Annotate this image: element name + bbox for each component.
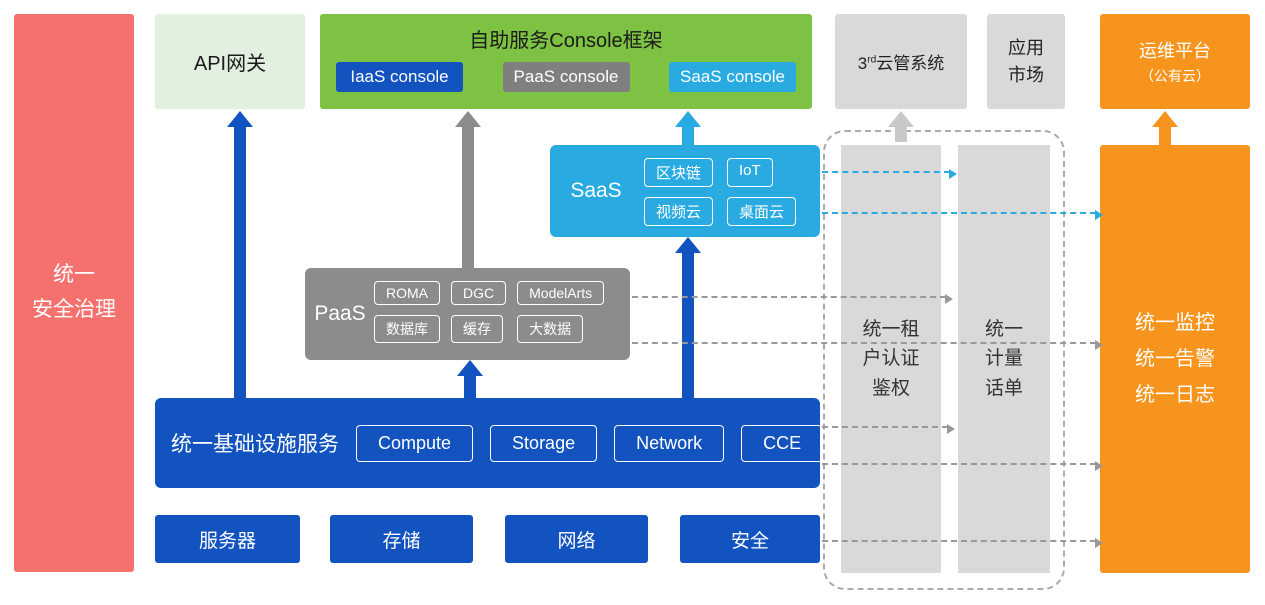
- saas-console-button: SaaS console: [669, 62, 796, 92]
- paas-chip-roma: ROMA: [374, 281, 440, 305]
- iaas-chip-network: Network: [614, 424, 725, 462]
- saas-chip-desktop-cloud: 桌面云: [727, 197, 797, 226]
- iaas-layer-label: 统一基础设施服务: [171, 433, 339, 456]
- connector-saas-to-tenant-auth: [822, 169, 957, 179]
- security-governance-label: 统一 安全治理: [32, 263, 116, 321]
- paas-console-button: PaaS console: [502, 62, 630, 92]
- foundation-security-box: 安全: [680, 515, 820, 563]
- third-party-cloud-label: 3rd云管系统: [857, 54, 945, 73]
- security-governance-bar: 统一 安全治理: [14, 14, 134, 572]
- connector-iaas-to-monitor: [822, 461, 1103, 471]
- paas-services-grid: ROMA DGC ModelArts 数据库 缓存 大数据: [374, 281, 605, 343]
- paas-layer-box: PaaS ROMA DGC ModelArts 数据库 缓存 大数据: [305, 268, 630, 360]
- metering-label: 统一 计量 话单: [984, 318, 1023, 399]
- om-platform-title: 运维平台: [1139, 41, 1211, 61]
- arrow-iaas-to-saas: [675, 237, 701, 398]
- console-buttons-row: IaaS console PaaS console SaaS console: [320, 62, 812, 92]
- app-market-label: 应用 市场: [1008, 38, 1044, 85]
- third-party-sup: rd: [867, 54, 877, 66]
- iaas-chip-compute: Compute: [356, 424, 474, 462]
- iaas-chip-cce: CCE: [741, 424, 824, 462]
- iaas-chip-storage: Storage: [490, 424, 598, 462]
- foundation-network-box: 网络: [505, 515, 648, 563]
- paas-chip-database: 数据库: [374, 315, 440, 343]
- connector-foundation-to-monitor: [822, 538, 1103, 548]
- connector-iaas-to-tenant-auth: [822, 424, 955, 434]
- foundation-storage-box: 存储: [330, 515, 473, 563]
- saas-layer-label: SaaS: [570, 179, 622, 202]
- app-market-box: 应用 市场: [987, 14, 1065, 109]
- saas-chip-blockchain: 区块链: [644, 158, 714, 187]
- connector-paas-to-monitor: [632, 340, 1103, 350]
- arrow-iaas-to-paas: [457, 360, 483, 398]
- paas-layer-label: PaaS: [314, 302, 366, 325]
- paas-chip-cache: 缓存: [451, 315, 503, 343]
- foundation-server-box: 服务器: [155, 515, 300, 563]
- tenant-auth-label: 统一租 户认证 鉴权: [862, 318, 920, 399]
- arrow-monitor-to-om-platform: [1152, 111, 1178, 145]
- saas-layer-box: SaaS 区块链 IoT 视频云 桌面云: [550, 145, 820, 237]
- om-platform-box: 运维平台 （公有云）: [1100, 14, 1250, 109]
- arrow-rail-to-third-party: [888, 111, 914, 142]
- paas-chip-dgc: DGC: [451, 281, 507, 305]
- saas-chip-video-cloud: 视频云: [644, 197, 714, 226]
- console-frame-box: 自助服务Console框架 IaaS console PaaS console …: [320, 14, 812, 109]
- om-monitor-box: 统一监控 统一告警 统一日志: [1100, 145, 1250, 573]
- connector-paas-to-tenant-auth: [632, 294, 953, 304]
- api-gateway-box: API网关: [155, 14, 305, 109]
- om-monitor-label: 统一监控 统一告警 统一日志: [1135, 312, 1215, 406]
- tenant-auth-column: 统一租 户认证 鉴权: [841, 145, 941, 573]
- metering-column: 统一 计量 话单: [958, 145, 1050, 573]
- arrow-iaas-to-api-gateway: [227, 111, 253, 398]
- shared-services-dashed-container: [823, 130, 1065, 590]
- paas-chip-modelarts: ModelArts: [517, 281, 605, 305]
- om-platform-subtitle: （公有云）: [1140, 68, 1210, 84]
- console-frame-title: 自助服务Console框架: [469, 30, 663, 52]
- saas-chip-iot: IoT: [727, 158, 773, 187]
- iaas-layer-box: 统一基础设施服务 Compute Storage Network CCE: [155, 398, 824, 488]
- connector-saas-to-monitor: [822, 210, 1103, 220]
- saas-services-grid: 区块链 IoT 视频云 桌面云: [644, 158, 797, 226]
- api-gateway-label: API网关: [193, 53, 267, 75]
- arrow-saas-to-console: [675, 111, 701, 145]
- paas-chip-bigdata: 大数据: [517, 315, 584, 343]
- arrow-paas-to-console: [455, 111, 481, 268]
- third-party-cloud-box: 3rd云管系统: [835, 14, 967, 109]
- iaas-console-button: IaaS console: [336, 62, 463, 92]
